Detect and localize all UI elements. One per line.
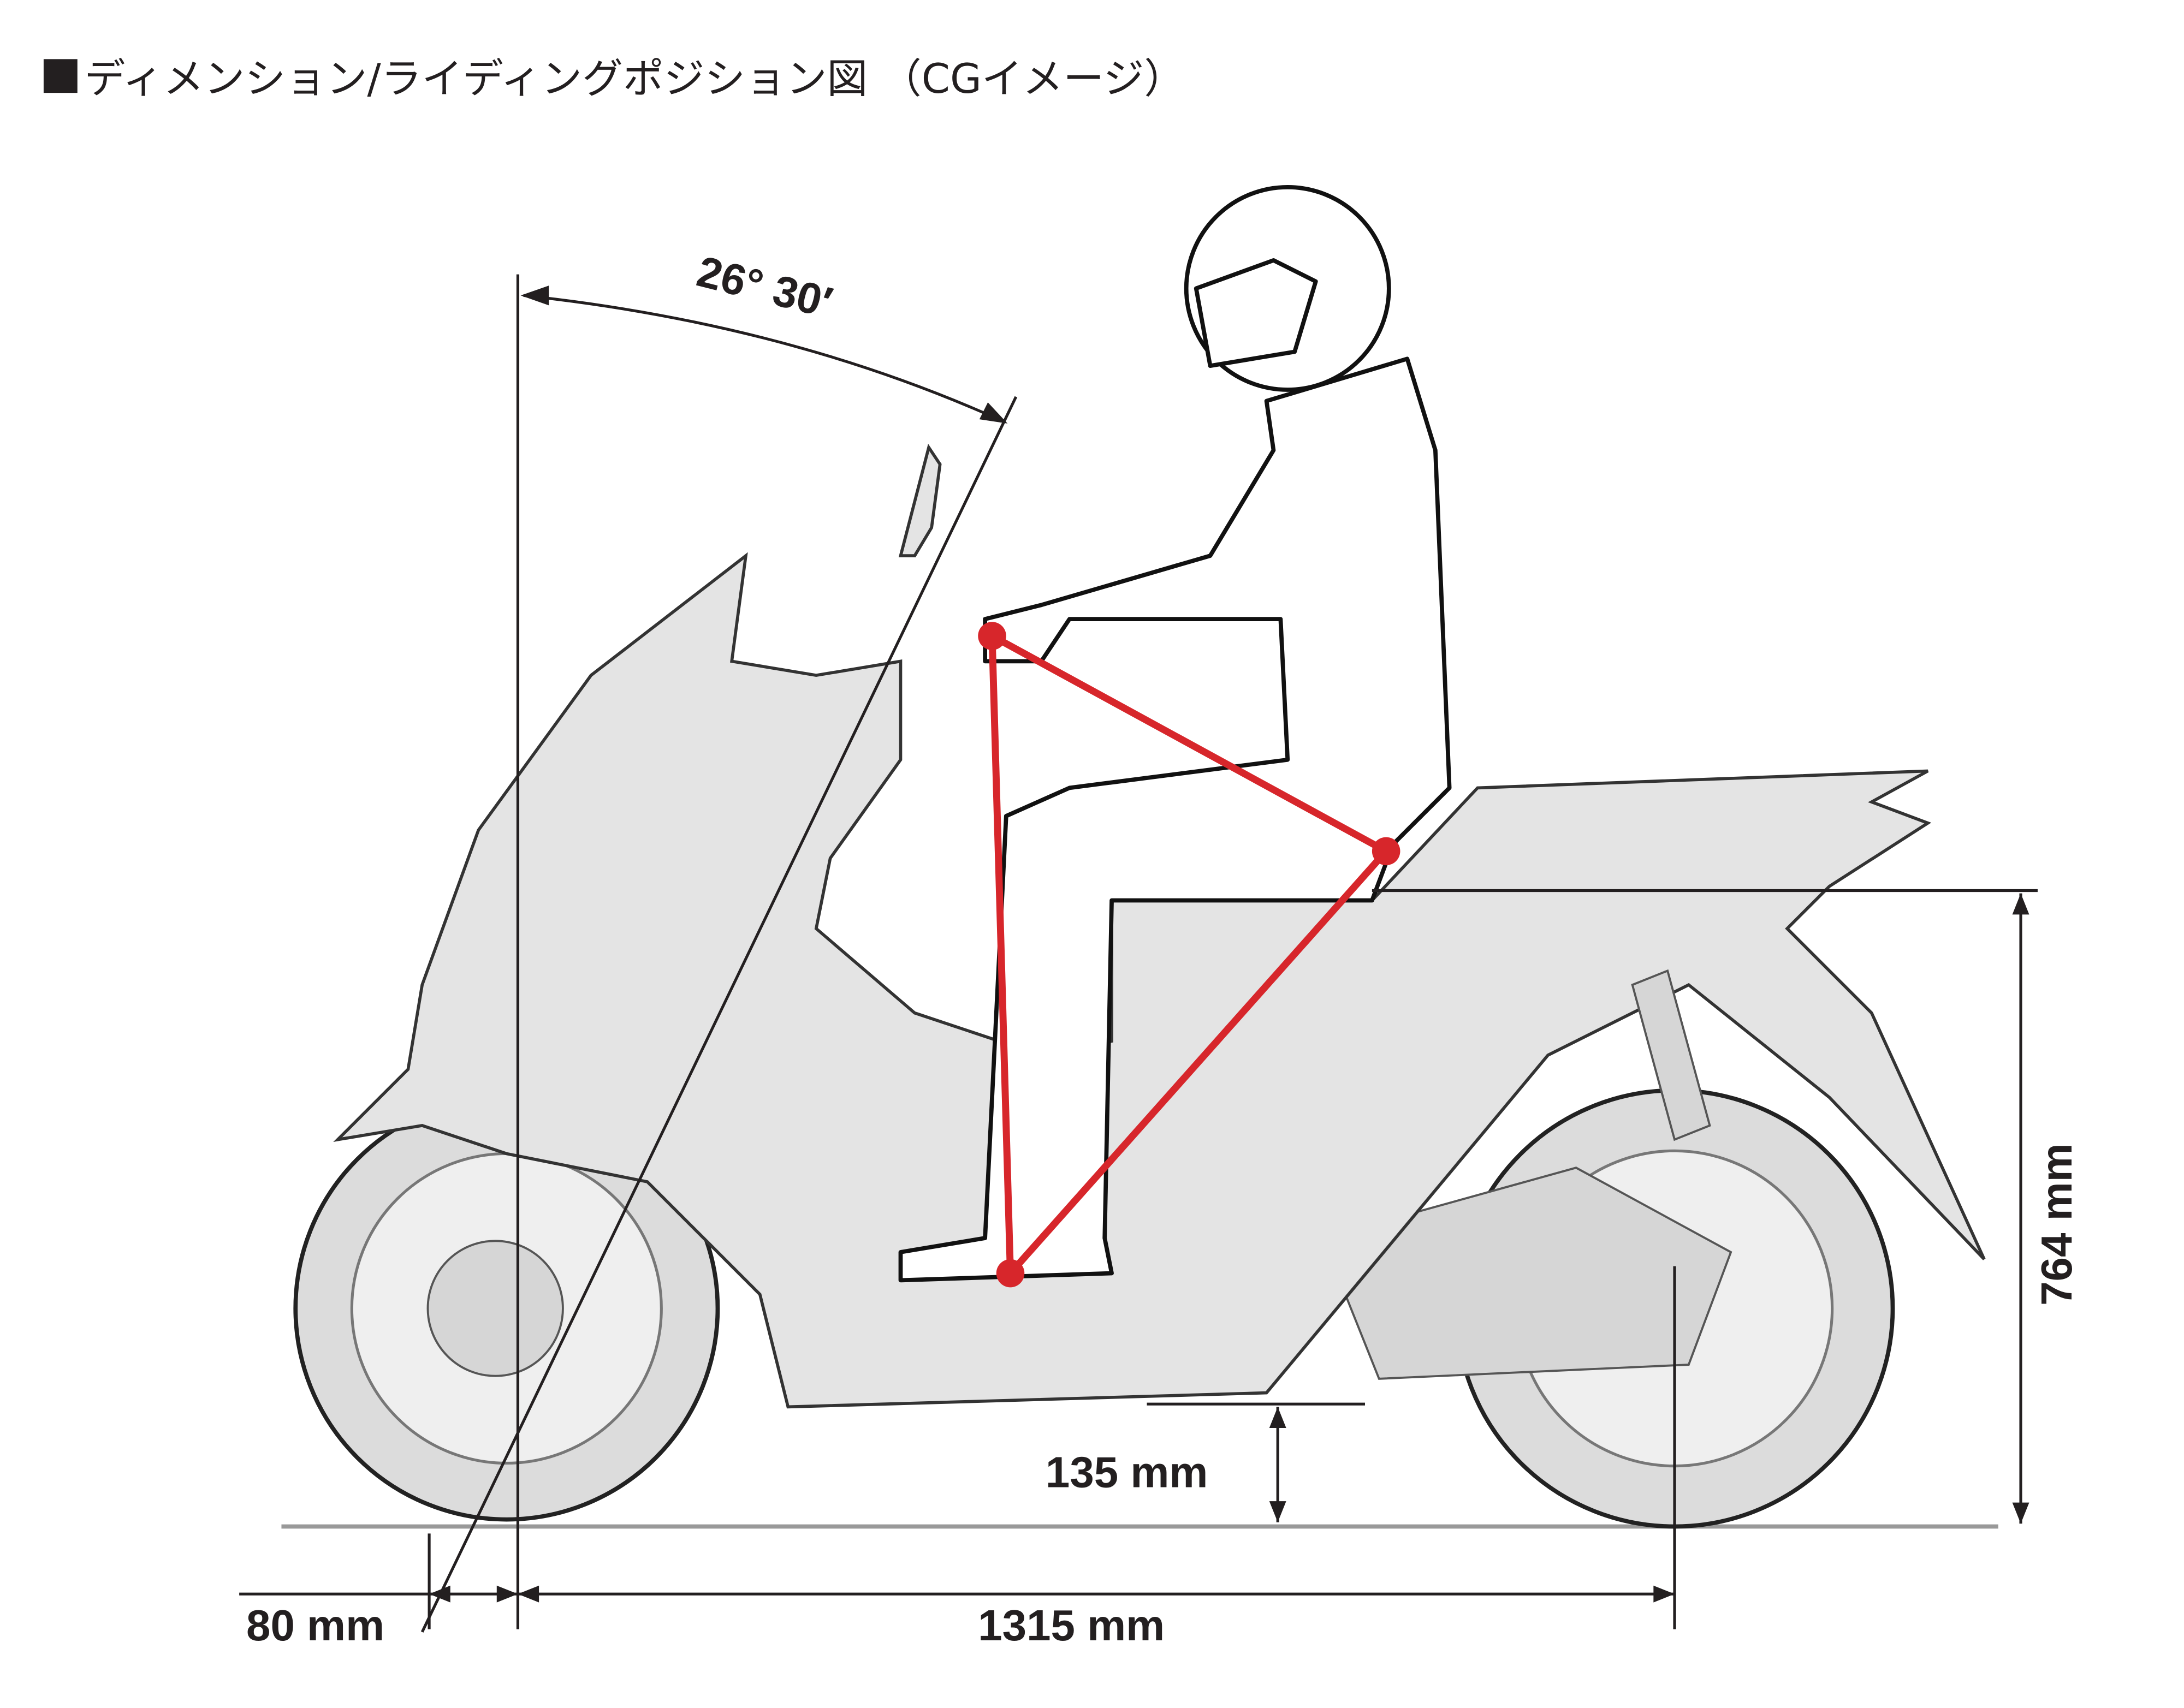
arrowhead	[979, 402, 1008, 424]
arrowhead	[1269, 1501, 1286, 1522]
ground-clearance-label: 135 mm	[1046, 1448, 1208, 1496]
caster-angle-arc	[523, 294, 1006, 424]
rider-body	[898, 356, 1452, 1283]
arrowhead	[429, 1585, 450, 1603]
hip-point	[1372, 837, 1400, 866]
page-title: ディメンション/ライディングポジション図 （CGイメージ）	[85, 55, 1185, 103]
arrowhead	[1653, 1585, 1675, 1603]
trail-label: 80 mm	[246, 1601, 384, 1650]
front-brake-disc	[426, 1240, 564, 1377]
ergonomic-triangle	[978, 622, 1400, 1288]
steering-axis-line	[420, 396, 1018, 1633]
arrowhead	[2012, 1502, 2029, 1524]
seat-height-label: 764 mm	[2032, 1143, 2081, 1306]
caster-angle-label: 26° 30′	[692, 247, 837, 327]
helmet-visor	[1194, 258, 1318, 368]
engine-unit	[1321, 1167, 1732, 1380]
arrowhead	[2012, 893, 2029, 915]
arrowhead	[520, 285, 549, 306]
rear-shock	[1631, 969, 1711, 1141]
arrowhead	[1269, 1407, 1286, 1429]
arrowhead	[496, 1585, 518, 1603]
mirror	[898, 443, 942, 557]
rider-illustration	[898, 185, 1452, 1283]
wheelbase-label: 1315 mm	[978, 1601, 1165, 1650]
foot-point	[996, 1259, 1025, 1288]
arrowhead	[518, 1585, 539, 1603]
title-bullet	[43, 59, 78, 93]
hand-point	[978, 622, 1006, 650]
